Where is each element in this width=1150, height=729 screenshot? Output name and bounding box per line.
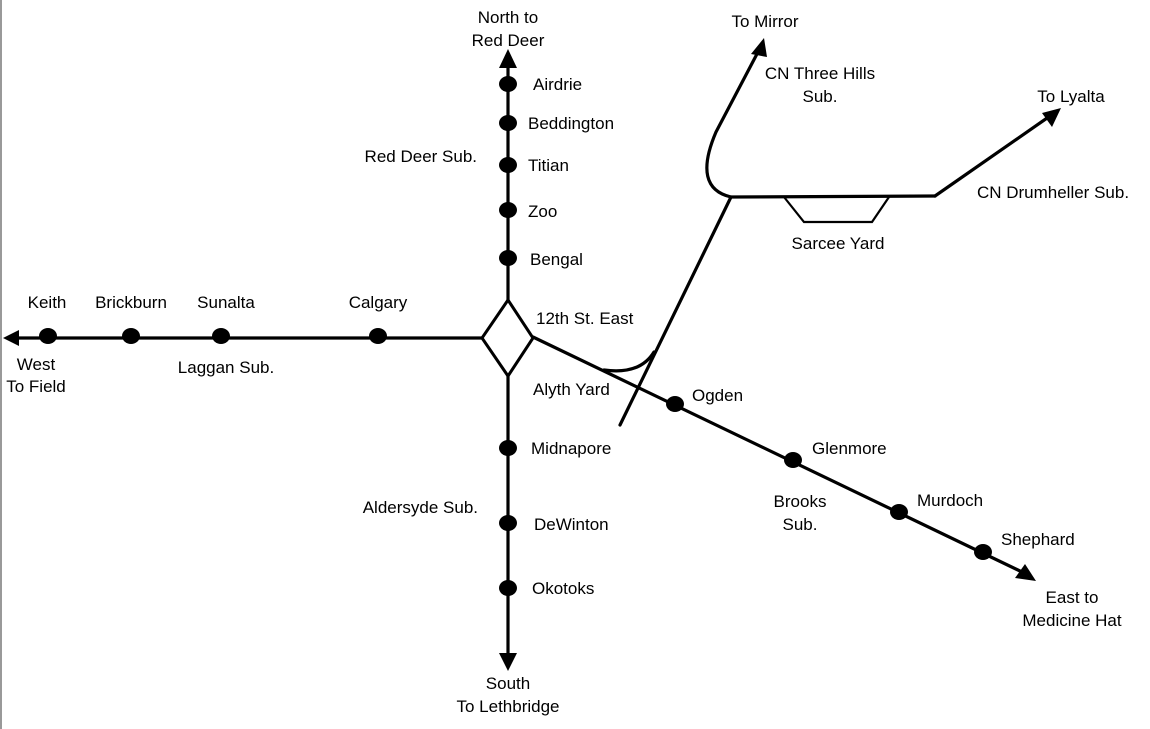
12th-st-east-junction-diamond [480,297,535,379]
north-destination-line1: North to [478,8,538,27]
station-label-zoo: Zoo [528,202,557,221]
station-dot-dewinton [499,515,517,531]
station-dot-beddington [499,115,517,131]
sarcee-yard-outline [783,196,890,224]
west-arrowhead [3,330,19,346]
subdivision-label-cn-three-hills-line1: CN Three Hills [765,64,875,83]
station-label-beddington: Beddington [528,114,614,133]
east-arrowhead [1015,564,1036,581]
brooks-sub-line [531,335,1022,573]
station-label-titian: Titian [528,156,569,175]
station-label-midnapore: Midnapore [531,439,611,458]
alyth-yard-connector [602,350,656,373]
station-label-okotoks: Okotoks [532,579,594,598]
station-dot-midnapore [499,440,517,456]
subdivision-label-laggan: Laggan Sub. [178,358,274,377]
station-dot-okotoks [499,580,517,596]
station-dot-titian [499,157,517,173]
station-label-airdrie: Airdrie [533,75,582,94]
station-label-brickburn: Brickburn [95,293,167,312]
station-dot-airdrie [499,76,517,92]
subdivision-label-red-deer: Red Deer Sub. [365,147,477,166]
junction-label-12th-st-east: 12th St. East [536,309,634,328]
station-dot-murdoch [890,504,908,520]
subdivision-label-cn-drumheller: CN Drumheller Sub. [977,183,1129,202]
station-dot-calgary [369,328,387,344]
subdivision-label-brooks-line1: Brooks [774,492,827,511]
west-destination-line2: To Field [6,377,66,396]
station-dot-glenmore [784,452,802,468]
lyalta-destination: To Lyalta [1037,87,1105,106]
mirror-destination: To Mirror [731,12,798,31]
lyalta-arrowhead [1042,108,1061,127]
station-label-ogden: Ogden [692,386,743,405]
east-destination-line2: Medicine Hat [1022,611,1121,630]
cn-drumheller-horizontal-line [729,194,937,199]
station-dot-sunalta [212,328,230,344]
east-destination-line1: East to [1046,588,1099,607]
station-label-calgary: Calgary [349,293,408,312]
station-label-glenmore: Glenmore [812,439,887,458]
subdivision-label-aldersyde: Aldersyde Sub. [363,498,478,517]
west-destination-line1: West [17,355,56,374]
station-label-sunalta: Sunalta [197,293,255,312]
station-dot-brickburn [122,328,140,344]
cn-three-hills-sub-line [705,50,760,199]
station-dot-bengal [499,250,517,266]
cn-drumheller-sub-line [933,114,1052,198]
mirror-arrowhead [751,38,767,57]
yard-label-sarcee: Sarcee Yard [792,234,885,253]
north-arrowhead [499,49,517,68]
subdivision-label-brooks-line2: Sub. [783,515,818,534]
yard-label-alyth: Alyth Yard [533,380,610,399]
station-dot-zoo [499,202,517,218]
cn-diagonal-line [618,195,733,427]
station-label-dewinton: DeWinton [534,515,609,534]
station-label-bengal: Bengal [530,250,583,269]
station-dot-shephard [974,544,992,560]
station-dot-ogden [666,396,684,412]
station-dot-keith [39,328,57,344]
station-label-shephard: Shephard [1001,530,1075,549]
station-label-keith: Keith [28,293,67,312]
north-destination-line2: Red Deer [472,31,545,50]
south-destination-line1: South [486,674,530,693]
south-arrowhead [499,653,517,671]
station-label-murdoch: Murdoch [917,491,983,510]
south-destination-line2: To Lethbridge [456,697,559,716]
subdivision-label-cn-three-hills-line2: Sub. [803,87,838,106]
